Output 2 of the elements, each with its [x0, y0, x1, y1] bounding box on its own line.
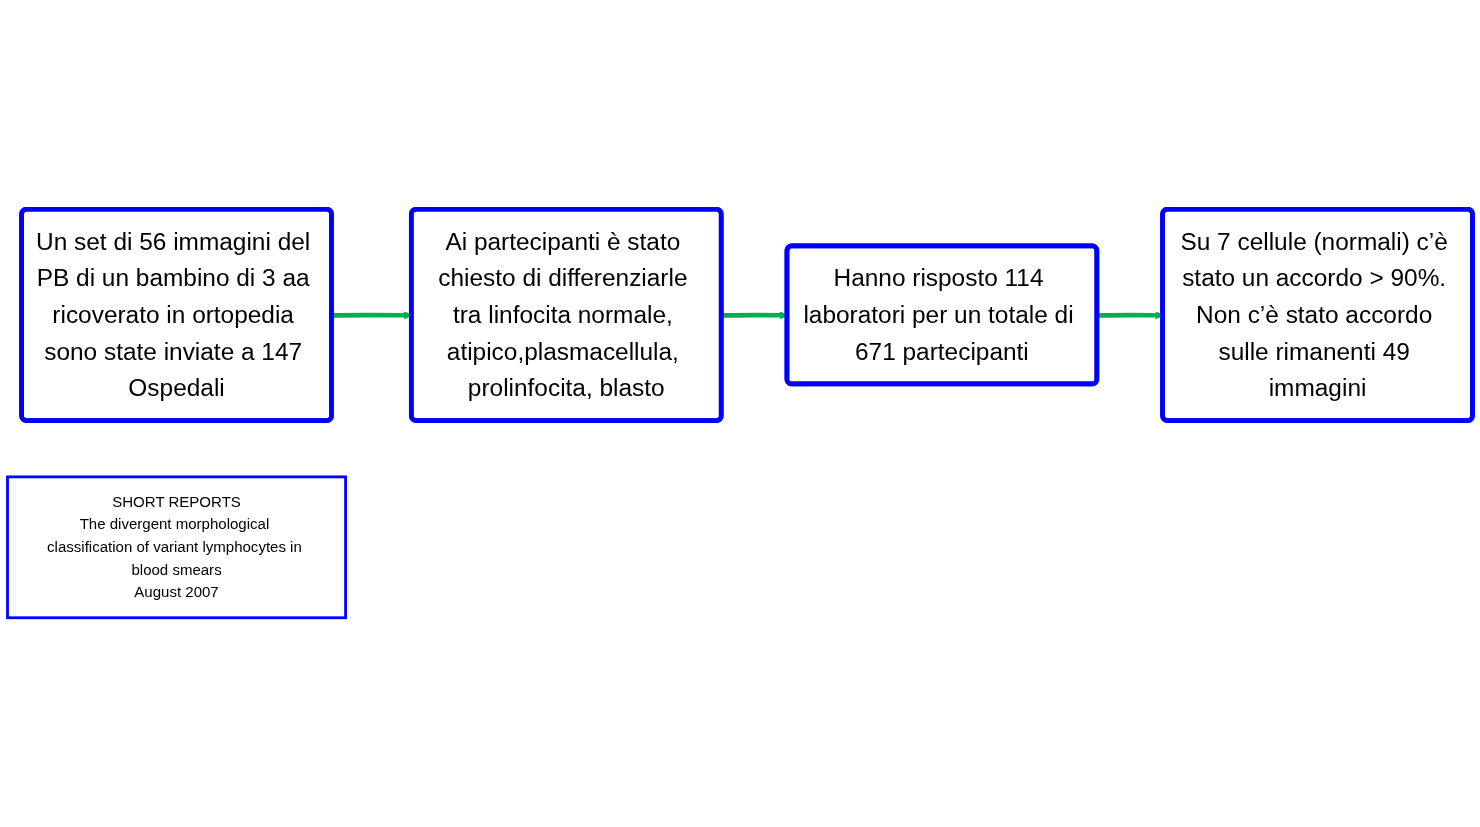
node-box: SHORT REPORTS The divergent morphological classification of variant lymphocytes in blood smears August 2007 — [6, 475, 347, 620]
arrow — [721, 311, 788, 320]
